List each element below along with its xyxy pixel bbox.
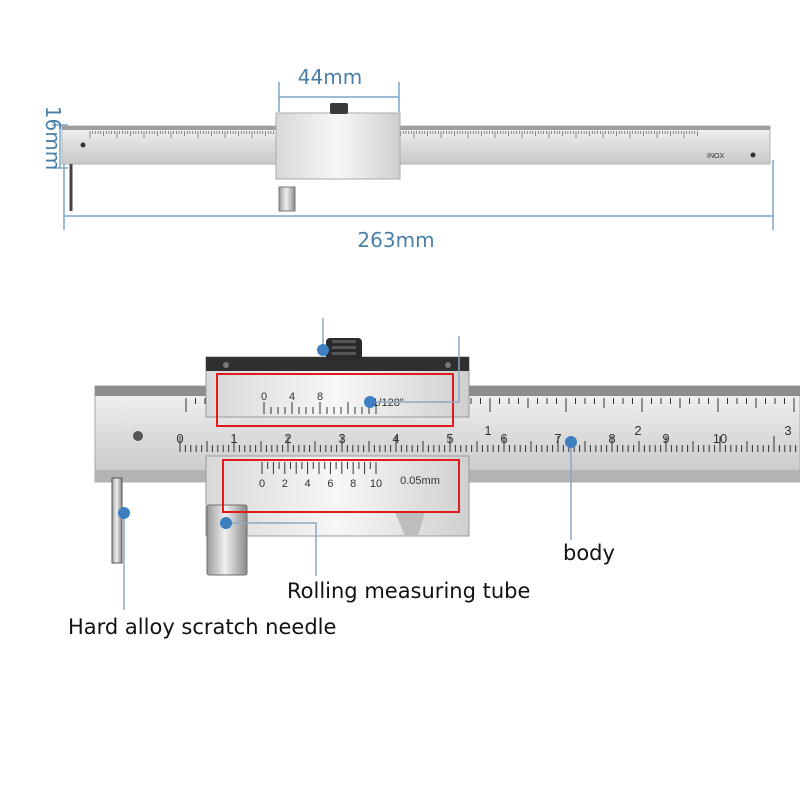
length-dimension-label: 263mm [357, 228, 434, 252]
detail-view: 0 1 2 3 4 5 6 7 8 9 10 1 2 3 4 0 4 8 1/128" 0 2 4 6 8 10 0.05mm [68, 318, 800, 639]
scratch-needle [111, 477, 123, 564]
lock-screw-dot [317, 344, 329, 356]
top-measuring-tube [278, 186, 296, 212]
tube-callout-label: Rolling measuring tube [287, 579, 530, 603]
top-gauge: 44mm 16mm 263mm INOX [41, 65, 774, 253]
needle-dot [118, 507, 130, 519]
main-scale-number: 9 [662, 431, 669, 446]
main-scale-number: 2 [284, 431, 291, 446]
needle-callout-label: Hard alloy scratch needle [68, 615, 336, 639]
main-scale-number: 8 [608, 431, 615, 446]
body-callout-label: body [563, 541, 615, 565]
bottom-vernier-number: 0 [259, 478, 265, 490]
height-dimension: 16mm [41, 106, 68, 170]
top-lock-screw [330, 103, 348, 114]
top-vernier-scale: 0 4 8 1/128" [261, 391, 404, 414]
main-scale-number: 5 [446, 431, 453, 446]
bottom-vernier-number: 8 [350, 478, 356, 490]
body-dot [565, 436, 577, 448]
inch-vernier-dot [364, 396, 376, 408]
lock-screw [326, 338, 362, 360]
main-scale-number: 7 [554, 431, 561, 446]
bottom-vernier-label: 0.05mm [400, 475, 440, 487]
top-vernier-number: 0 [261, 391, 267, 403]
ruler-rivet [133, 431, 143, 441]
top-ruler-rivet [80, 142, 86, 148]
inch-vernier-highlight [216, 373, 454, 427]
inch-scale-number: 1 [484, 423, 491, 438]
length-dimension: 263mm [63, 160, 774, 253]
main-scale-number: 10 [713, 431, 727, 446]
main-scale-number: 1 [230, 431, 237, 446]
tube-dot [220, 517, 232, 529]
bottom-vernier-number: 4 [305, 478, 311, 490]
main-scale-number: 4 [392, 431, 399, 446]
main-scale-number: 3 [338, 431, 345, 446]
top-slider [275, 112, 401, 180]
inch-scale-number: 3 [784, 423, 791, 438]
width-dimension: 44mm [278, 65, 400, 112]
metric-vernier-highlight [222, 459, 460, 513]
inch-scale-number: 2 [634, 423, 641, 438]
bottom-vernier-scale: 0 2 4 6 8 10 0.05mm [259, 462, 440, 490]
rolling-measuring-tube [206, 504, 248, 576]
top-vernier-label: 1/128" [372, 397, 404, 409]
top-vernier-number: 4 [289, 391, 295, 403]
brand-mark: INOX [707, 153, 724, 160]
main-scale-number: 6 [500, 431, 507, 446]
top-vernier-number: 8 [317, 391, 323, 403]
bottom-vernier-number: 10 [370, 478, 382, 490]
main-scale-number: 0 [176, 431, 183, 446]
main-scale: 0123456789101234 [176, 398, 797, 452]
bottom-vernier-number: 6 [327, 478, 333, 490]
bottom-vernier-number: 2 [282, 478, 288, 490]
width-dimension-label: 44mm [298, 65, 362, 89]
height-dimension-label: 16mm [41, 106, 65, 170]
